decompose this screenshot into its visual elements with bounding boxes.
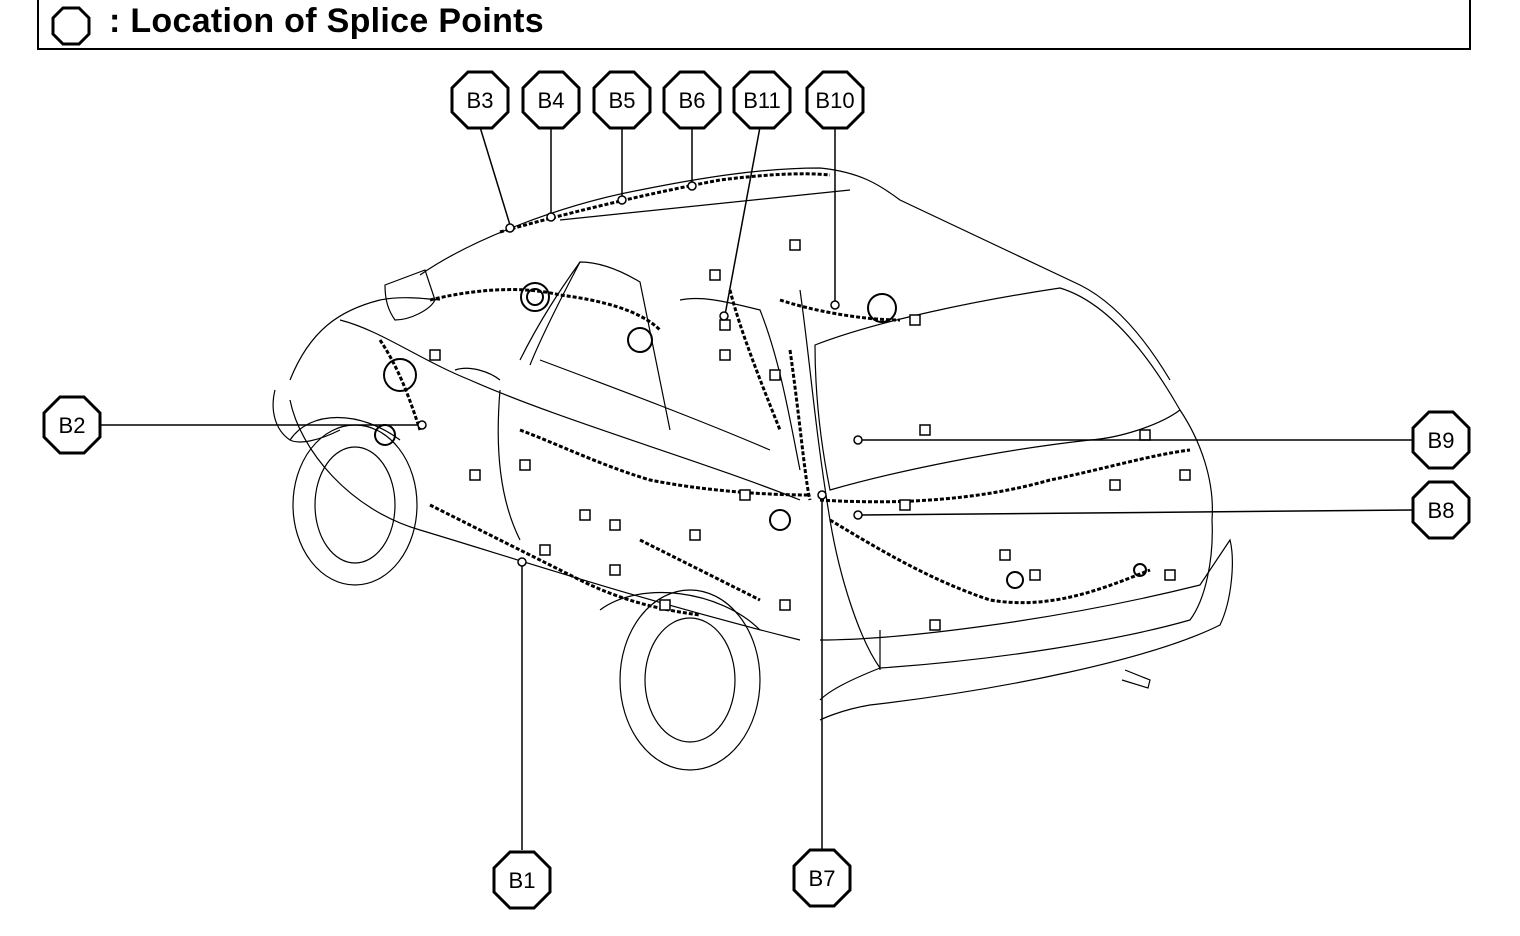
octagon-icon xyxy=(592,70,652,130)
title-bar: : Location of Splice Points xyxy=(37,0,1471,50)
callout-label-b8: B8 xyxy=(1428,498,1455,523)
connectors xyxy=(429,239,1191,631)
callout-label-b6: B6 xyxy=(679,88,706,113)
vehicle-outline xyxy=(272,167,1233,771)
callout-label-b10: B10 xyxy=(815,88,854,113)
callout-b10: B10 xyxy=(805,70,865,130)
octagon-icon xyxy=(662,70,722,130)
octagon-icon xyxy=(792,848,852,908)
callout-b7: B7 xyxy=(792,848,852,908)
callout-b8: B8 xyxy=(1411,480,1471,540)
octagon-icon xyxy=(1411,410,1471,470)
callout-b4: B4 xyxy=(521,70,581,130)
callout-label-b9: B9 xyxy=(1428,428,1455,453)
callout-label-b3: B3 xyxy=(467,88,494,113)
octagon-icon xyxy=(1411,480,1471,540)
callout-b11: B11 xyxy=(732,70,792,130)
octagon-icon xyxy=(450,70,510,130)
wiring-harness xyxy=(378,172,1191,617)
octagon-icon xyxy=(51,6,91,46)
callout-b9: B9 xyxy=(1411,410,1471,470)
callout-b3: B3 xyxy=(450,70,510,130)
callout-label-b4: B4 xyxy=(538,88,565,113)
callout-b6: B6 xyxy=(662,70,722,130)
octagon-icon xyxy=(492,850,552,910)
octagon-icon xyxy=(521,70,581,130)
callout-label-b7: B7 xyxy=(809,866,836,891)
callout-label-b1: B1 xyxy=(509,868,536,893)
leader-lines xyxy=(100,126,1416,850)
page-title: : Location of Splice Points xyxy=(109,2,545,40)
callout-b1: B1 xyxy=(492,850,552,910)
octagon-icon xyxy=(732,70,792,130)
callout-b2: B2 xyxy=(42,395,102,455)
callout-label-b2: B2 xyxy=(59,413,86,438)
grommets xyxy=(374,282,1147,589)
callout-label-b5: B5 xyxy=(609,88,636,113)
splice-points xyxy=(417,181,863,567)
octagon-icon xyxy=(42,395,102,455)
callout-label-b11: B11 xyxy=(743,88,781,113)
octagon-icon xyxy=(805,70,865,130)
callout-b5: B5 xyxy=(592,70,652,130)
